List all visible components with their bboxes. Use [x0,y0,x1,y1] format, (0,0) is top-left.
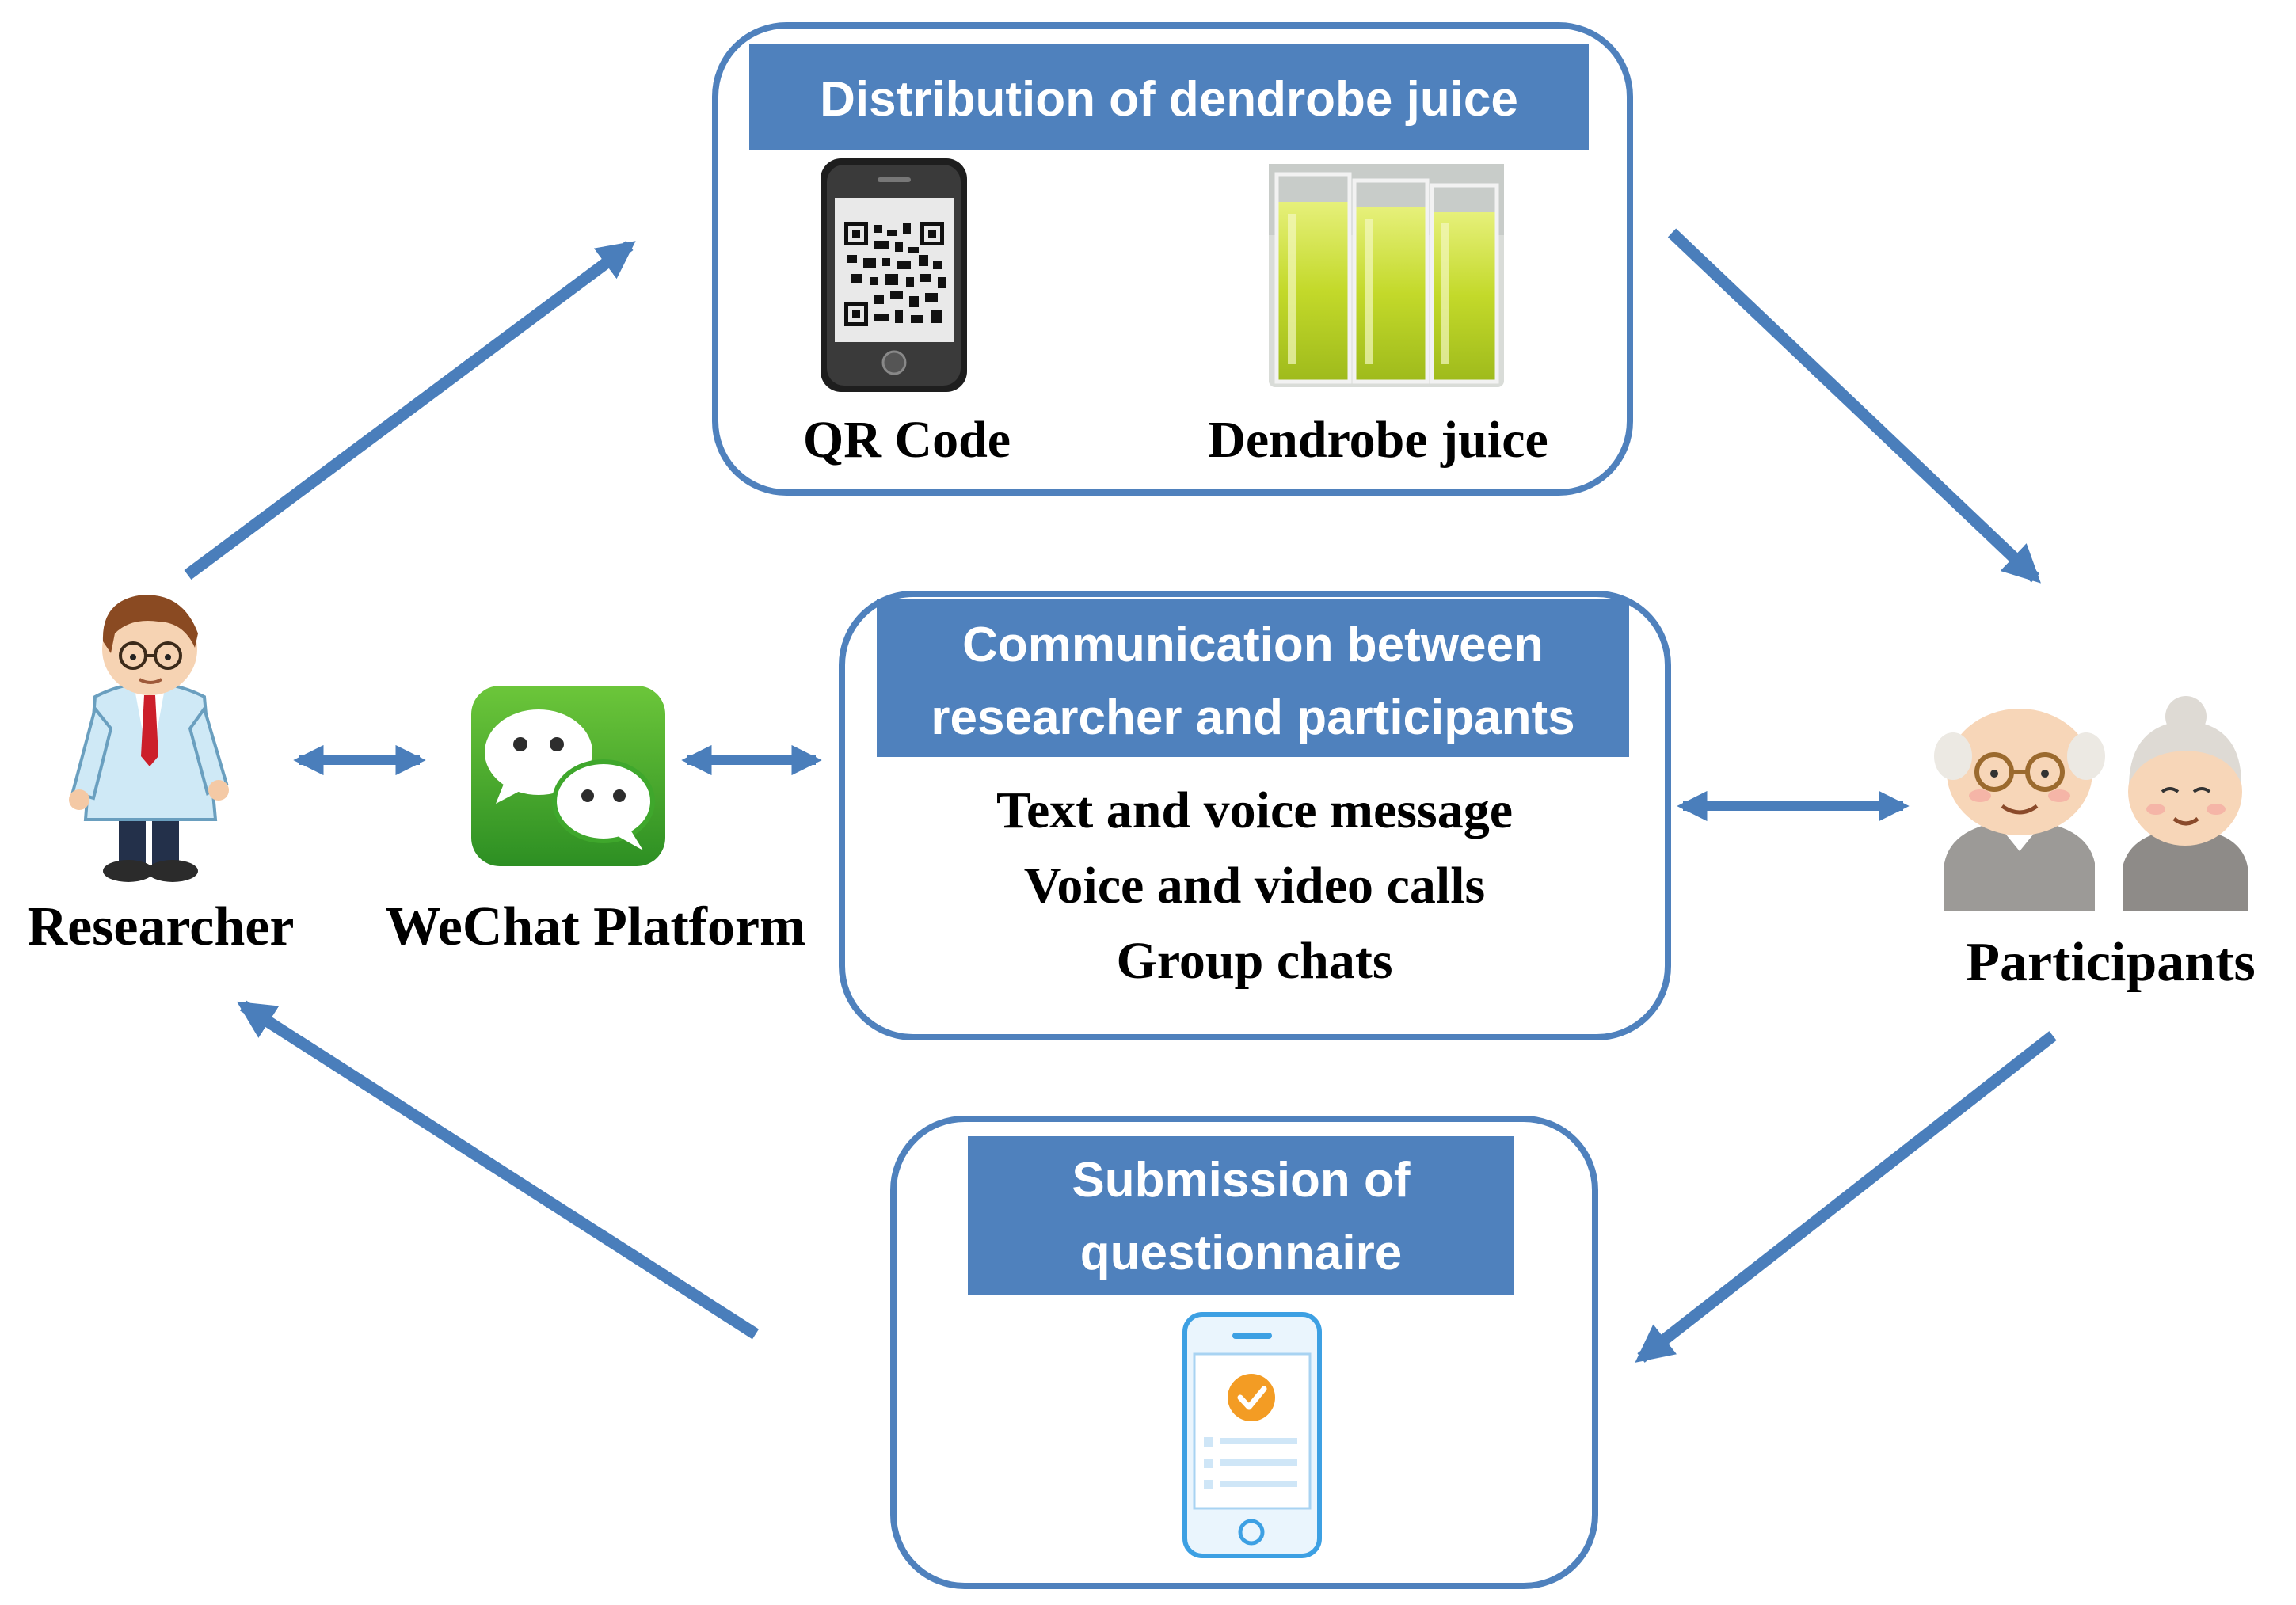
arrow-submission-to-researcher [236,1000,760,1340]
communication-item-group-chats: Group chats [1116,932,1392,990]
wechat-logo-icon [471,686,665,866]
communication-title-line2: researcher and participants [931,690,1574,745]
submission-box: Submission of questionnaire [890,1116,1598,1589]
communication-header [877,599,1629,757]
communication-title-line1: Communication between [962,618,1544,672]
qr-code-phone-icon [821,158,967,392]
qr-code-label: QR Code [803,411,1011,469]
communication-item-text-voice: Text and voice message [996,782,1513,839]
arrow-participants-to-submission [1635,1031,2057,1363]
distribution-box: Distribution of dendrobe juice [712,22,1633,496]
submission-title-line2: questionnaire [1080,1226,1403,1280]
arrow-researcher-to-distribution [184,240,636,580]
arrows [184,228,2057,1363]
arrow-distribution-to-participants [1667,228,2041,584]
juice-glasses-icon [1269,164,1504,387]
communication-box: Communication between researcher and par… [839,591,1671,1040]
submission-header [968,1136,1514,1295]
communication-item-calls: Voice and video calls [1024,857,1485,915]
submission-title-line1: Submission of [1072,1153,1410,1208]
researcher-label: Researcher [28,896,295,957]
researcher-doctor-icon [69,595,229,882]
distribution-header [749,44,1589,150]
wechat-label: WeChat Platform [386,896,806,957]
questionnaire-phone-icon [1182,1312,1322,1558]
elderly-couple-icon [1934,696,2248,911]
distribution-title: Distribution of dendrobe juice [820,72,1518,127]
participants-label: Participants [1966,932,2256,993]
dendrobe-juice-label: Dendrobe juice [1208,411,1548,469]
